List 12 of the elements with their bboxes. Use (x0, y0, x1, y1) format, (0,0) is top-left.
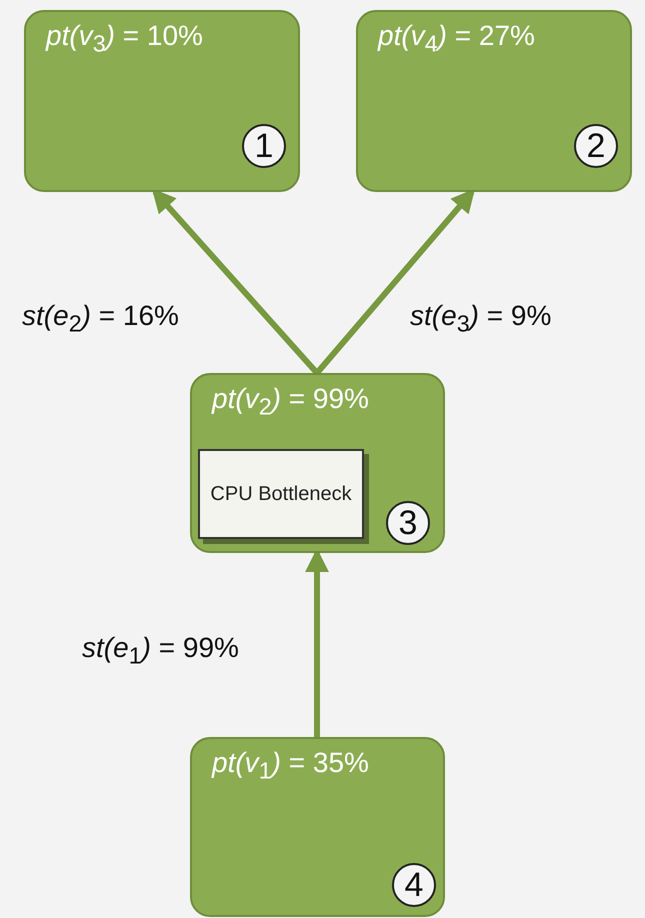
number-circle: 3 (386, 501, 430, 545)
node-label: pt(v$_{1}$) = 35% (212, 747, 369, 785)
node-label: pt(v$_{4}$) = 27% (378, 20, 535, 58)
process-box (190, 737, 445, 917)
process-box (356, 10, 632, 192)
number-circle: 1 (242, 124, 286, 168)
process-box (24, 10, 300, 192)
number-circle: 4 (392, 863, 436, 907)
node-label: pt(v$_{3}$) = 10% (46, 20, 203, 58)
process-box (190, 373, 445, 553)
node-label: pt(v$_{2}$) = 99% (212, 383, 369, 421)
number-circle: 2 (574, 124, 618, 168)
